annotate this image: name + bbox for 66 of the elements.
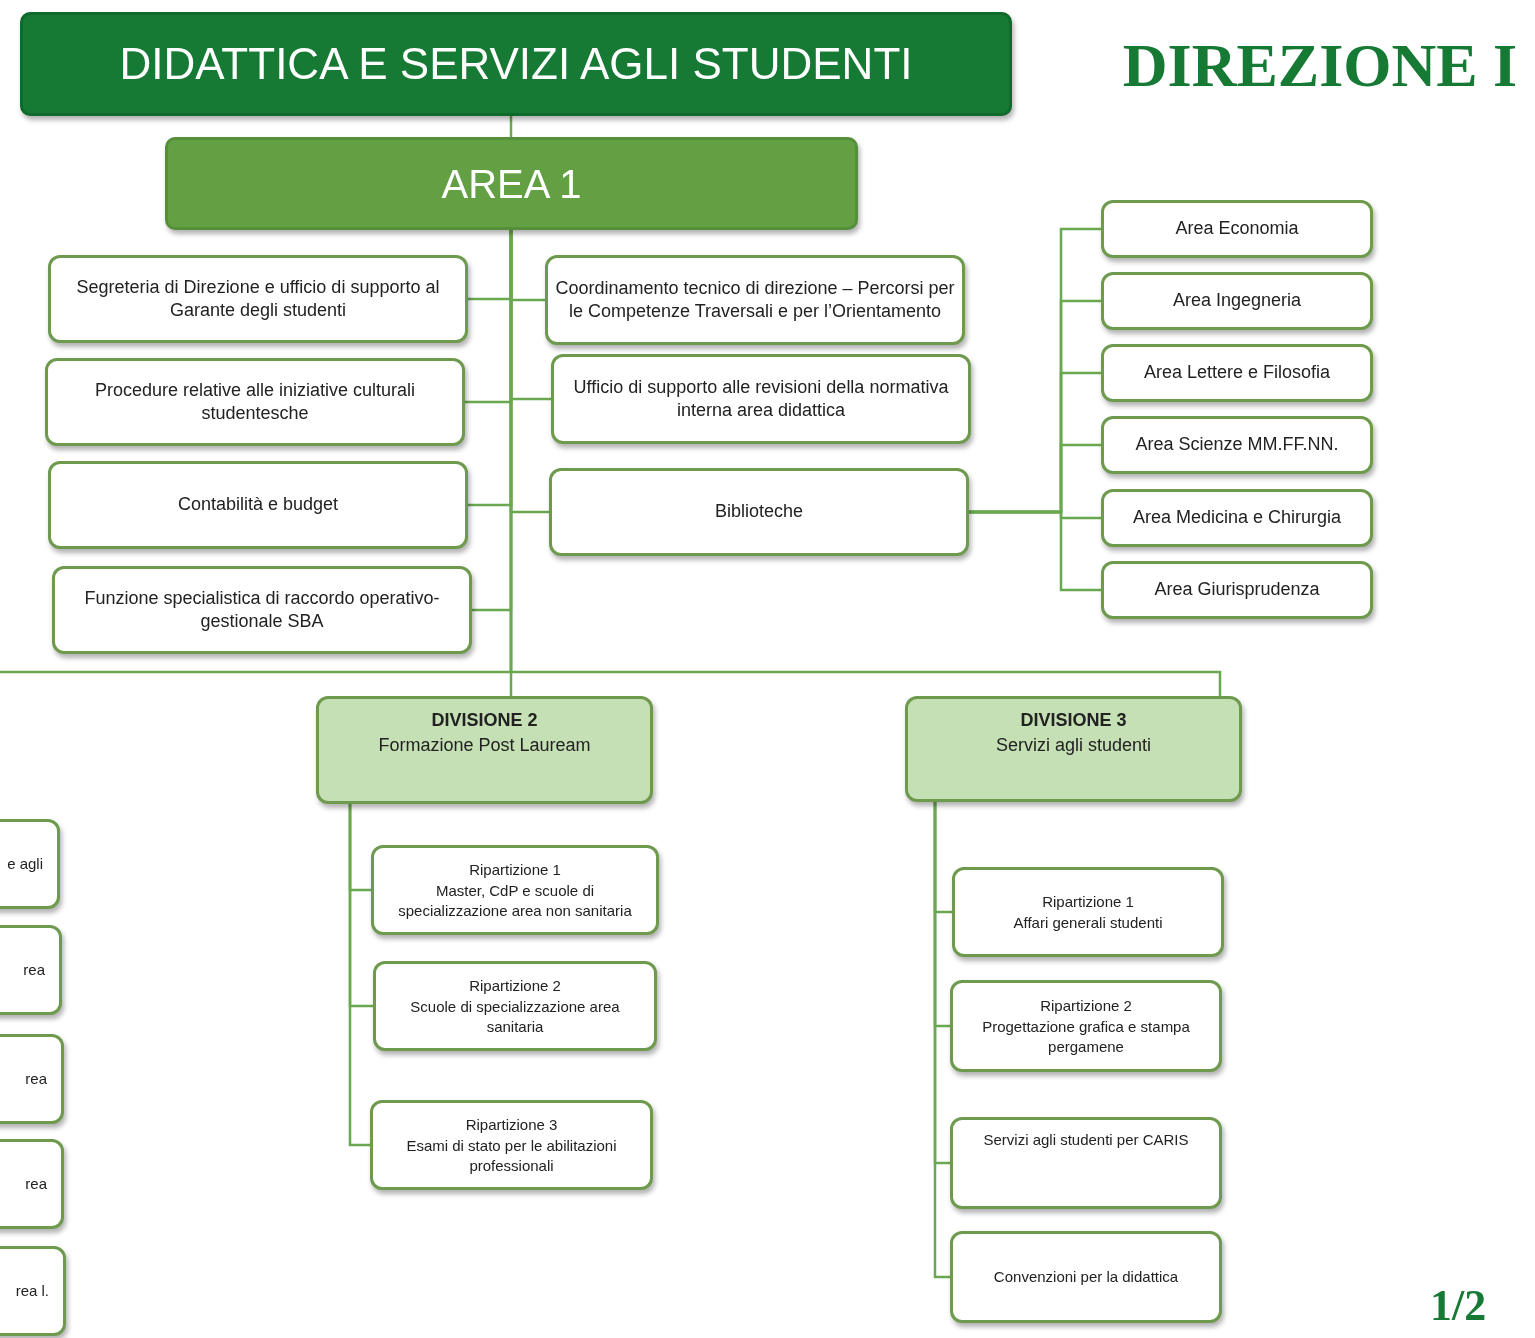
box-label: Area Lettere e Filosofia: [1143, 361, 1331, 385]
office-box: [1101, 416, 1373, 474]
box-label: Convenzioni per la didattica: [993, 1267, 1179, 1287]
office-box: [52, 566, 472, 654]
office-box: [950, 1117, 1222, 1209]
office-box: [1101, 489, 1373, 547]
box-label: Area Ingegneria: [1172, 289, 1302, 313]
box-label: rea: [23, 960, 45, 980]
box-label: Affari generali studenti: [1013, 913, 1163, 933]
page-number: 1/2: [1430, 1280, 1487, 1331]
box-label: Funzione specialistica di raccordo operativo-gestionale SBA: [83, 586, 441, 633]
box-heading: DIVISIONE 2: [431, 709, 538, 732]
office-box: [950, 980, 1222, 1072]
office-box: [1101, 561, 1373, 619]
box-heading: Ripartizione 2: [1040, 995, 1132, 1016]
office-box: [1101, 272, 1373, 330]
office-box: [950, 1231, 1222, 1323]
office-box: [952, 867, 1224, 957]
box-label: Servizi agli studenti per CARIS: [983, 1130, 1189, 1150]
box-heading: Ripartizione 1: [469, 859, 561, 880]
box-label: Formazione Post Lauream: [378, 734, 591, 758]
office-box: [48, 255, 468, 343]
box-heading: DIVISIONE 3: [1020, 709, 1127, 732]
office-box: [549, 468, 969, 556]
box-label: Esami di stato per le abilitazioni professionali: [405, 1136, 618, 1176]
box-label: Segreteria di Direzione e ufficio di supporto al Garante degli studenti: [75, 275, 441, 322]
page-heading: DIREZIONE I: [1121, 30, 1519, 101]
box-heading: Ripartizione 1: [1042, 891, 1134, 911]
box-label: Progettazione grafica e stampa pergamene: [981, 1017, 1191, 1057]
box-label: Scuole di specializzazione area sanitaria: [409, 997, 621, 1037]
office-box: [1101, 200, 1373, 258]
division-box: [316, 696, 653, 804]
box-label: Area Medicina e Chirurgia: [1132, 506, 1342, 530]
connector-line: [509, 116, 513, 137]
box-label: Coordinamento tecnico di direzione – Percorsi per le Competenze Traversali e per l’Orientamento: [554, 276, 956, 323]
box-label: e agli: [7, 854, 43, 874]
box-label: Procedure relative alle iniziative culturali studentesche: [93, 378, 417, 425]
title-box: [20, 12, 1012, 116]
box-label: Area Economia: [1175, 217, 1299, 241]
box-label: Master, CdP e scuole di specializzazione area non sanitaria: [397, 881, 633, 921]
office-box: [545, 255, 965, 345]
box-label: AREA 1: [441, 160, 582, 208]
connector-line: [969, 510, 1101, 592]
office-box: [1101, 344, 1373, 402]
division-box: [905, 696, 1242, 802]
box-label: rea l.: [15, 1281, 49, 1301]
box-label: Area Giurisprudenza: [1154, 578, 1320, 602]
box-label: rea: [25, 1069, 47, 1089]
box-label: Contabilità e budget: [177, 493, 339, 517]
connector-line: [348, 804, 370, 1147]
connector-line: [933, 802, 950, 1279]
office-box: [370, 1100, 653, 1190]
box-label: Servizi agli studenti: [995, 734, 1152, 758]
box-label: Ufficio di supporto alle revisioni della normativa interna area didattica: [572, 375, 950, 422]
office-box: [373, 961, 657, 1051]
office-box: [45, 358, 465, 446]
box-label: DIDATTICA E SERVIZI AGLI STUDENTI: [119, 38, 913, 91]
box-label: Biblioteche: [714, 500, 804, 524]
office-box: [371, 845, 659, 935]
office-box: [551, 354, 971, 444]
box-label: rea: [25, 1174, 47, 1194]
box-label: Area Scienze MM.FF.NN.: [1135, 433, 1339, 457]
box-heading: Ripartizione 3: [465, 1114, 558, 1135]
office-box: [48, 461, 468, 549]
box-heading: Ripartizione 2: [469, 975, 561, 996]
area-box: [165, 137, 858, 230]
